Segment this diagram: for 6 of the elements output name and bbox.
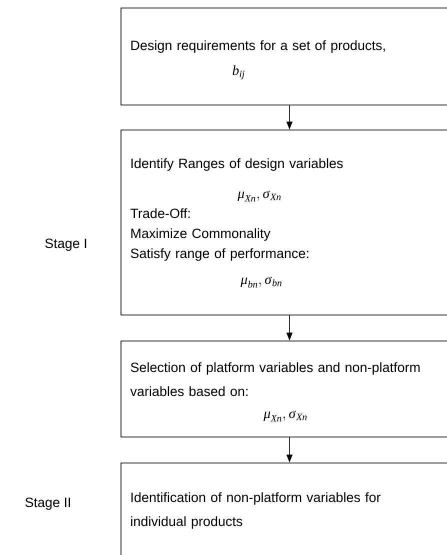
process-box: Selection of platform variables and non-platform variables based on: $\mu_{Xn},\sigma_{Xn}$: [120, 340, 447, 438]
process-box: Design requirements for a set of products, $b_{ij}$: [120, 8, 447, 106]
process-box: Identification of non-platform variables for individual products: [120, 462, 447, 555]
stage-label: Stage II: [25, 498, 70, 510]
process-box: Identify Ranges of design variables $\mu_{Xn},\sigma_{Xn}$ Trade-Off: Maximize Commonality Satisfy range of performance: $\mu_{bn},\sigma_{bn}$: [120, 130, 447, 316]
stage-label: Stage I: [45, 238, 86, 251]
